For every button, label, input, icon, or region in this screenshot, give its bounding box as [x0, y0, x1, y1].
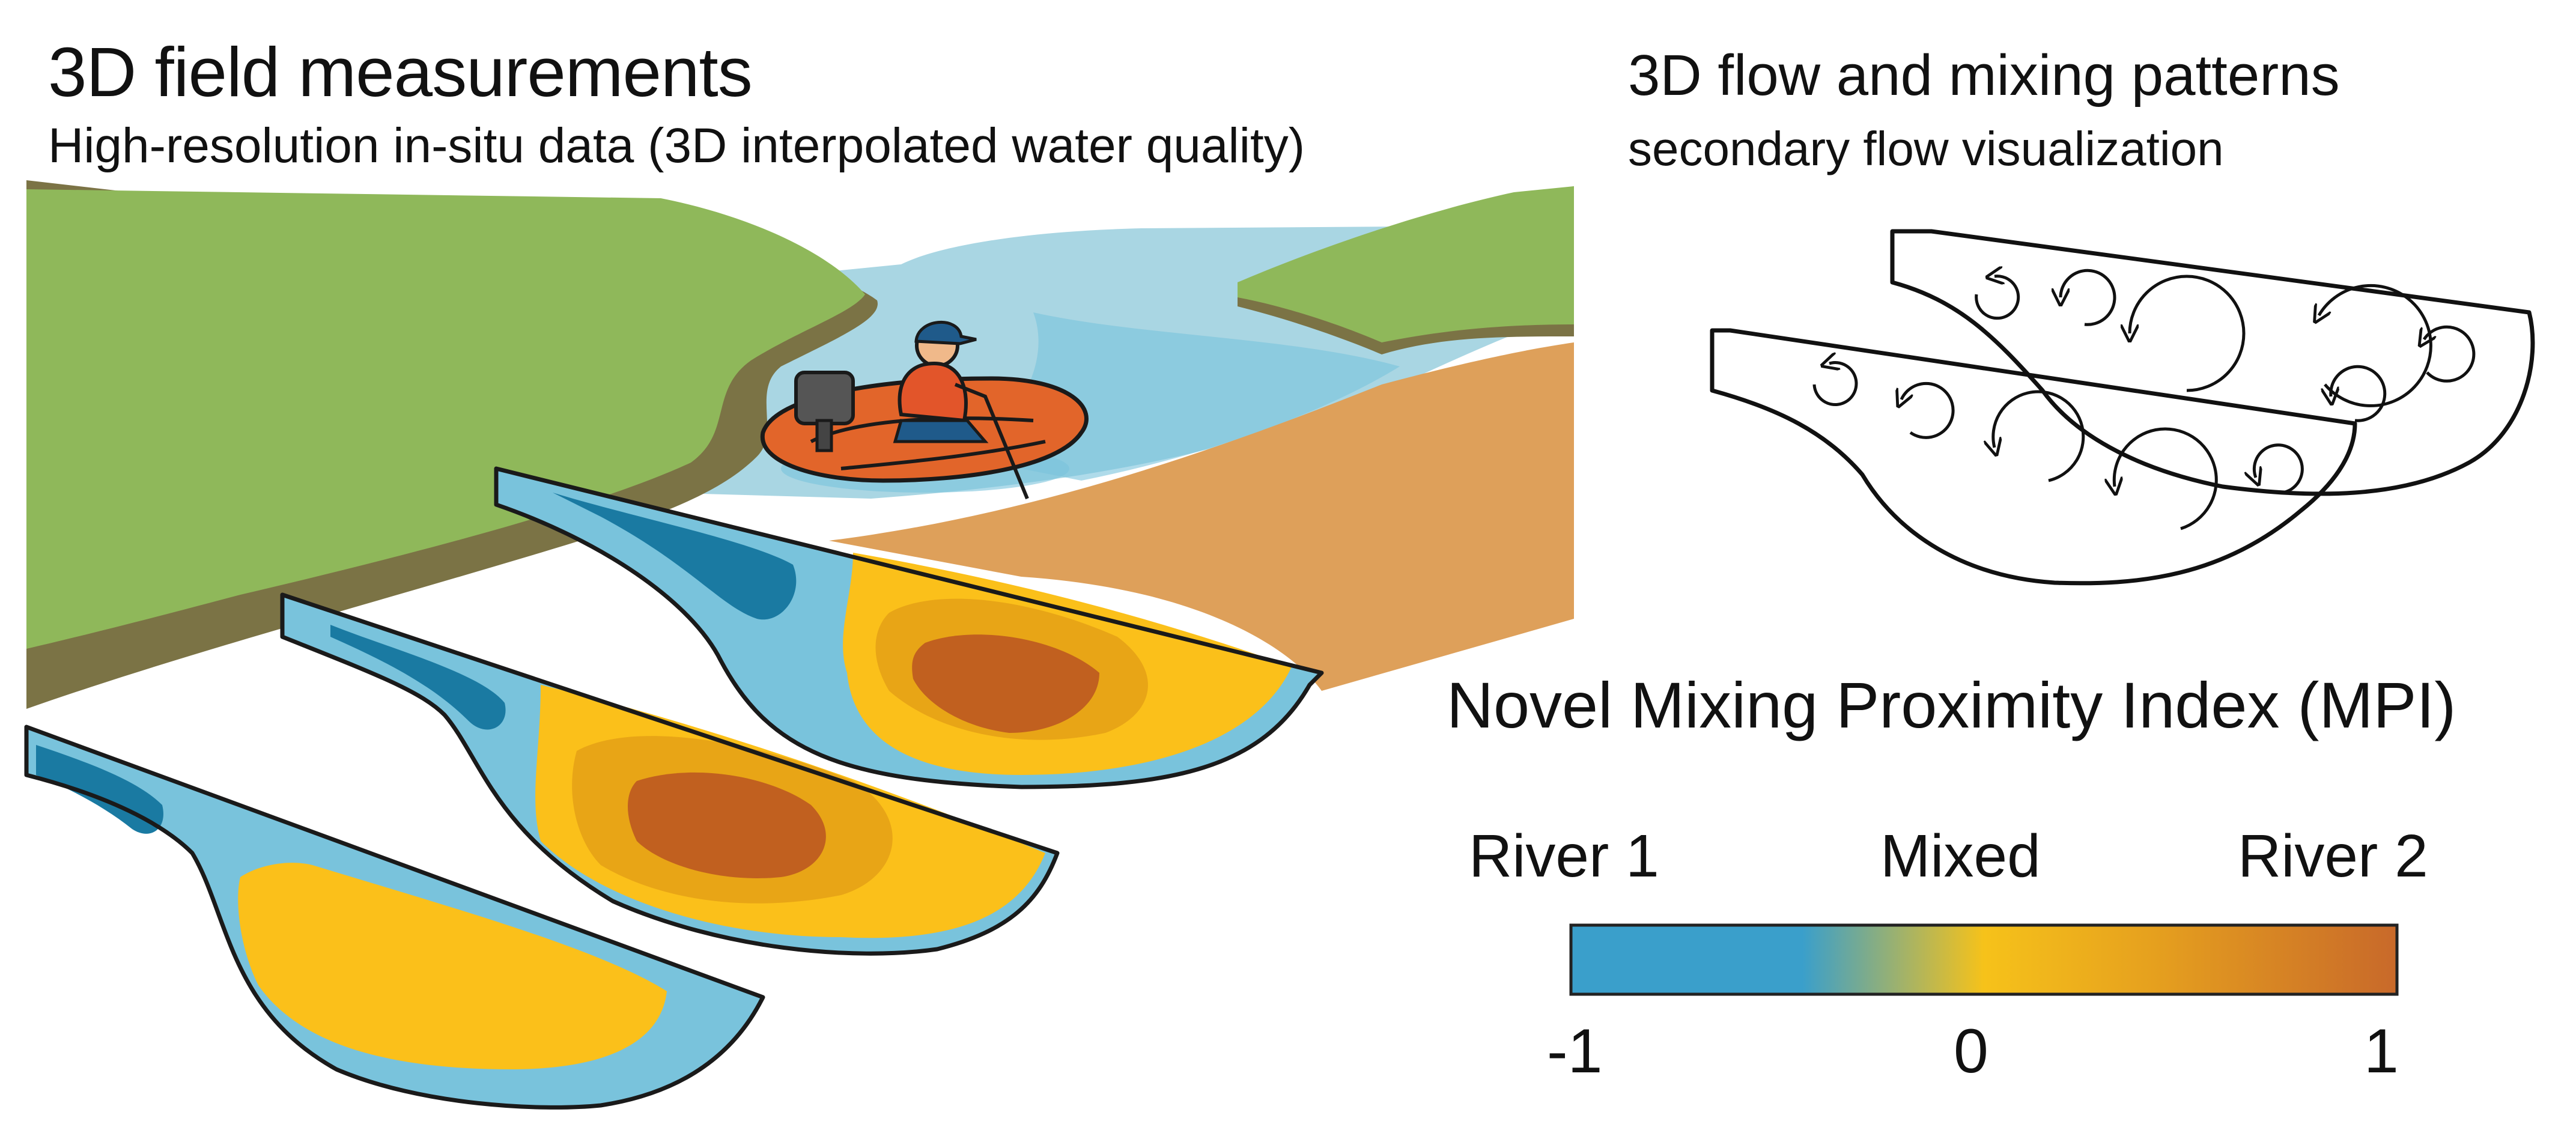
legend-tick-mid: 0: [1954, 1016, 1988, 1086]
person-cap: [914, 321, 977, 345]
secondary-flow-diagram: [1710, 229, 2535, 586]
legend-tick-max: 1: [2364, 1016, 2399, 1086]
sand-bank: [829, 342, 1574, 691]
right-grass: [1238, 186, 1574, 342]
legend-title: Novel Mixing Proximity Index (MPI): [1447, 669, 2456, 741]
person-body: [898, 361, 968, 423]
boat-with-operator: [760, 321, 1089, 500]
outboard-motor: [794, 371, 855, 425]
cross-section-front: [24, 725, 765, 1110]
left-grass: [26, 189, 865, 649]
legend-label-mixed: Mixed: [1880, 822, 2041, 890]
flow-section-front: [1710, 328, 2357, 586]
flow-section-back: [1890, 229, 2535, 496]
panel-subtitle-field-measurements: High-resolution in-situ data (3D interpo…: [48, 118, 1305, 173]
panel-title-flow-patterns: 3D flow and mixing patterns: [1628, 43, 2340, 108]
mpi-colorbar: [1569, 923, 2399, 996]
panel-title-field-measurements: 3D field measurements: [48, 33, 753, 111]
legend-label-river2: River 2: [2238, 822, 2428, 890]
cross-section-back: [494, 466, 1324, 789]
legend-label-river1: River 1: [1469, 822, 1659, 890]
legend-tick-min: -1: [1547, 1016, 1603, 1086]
panel-subtitle-flow-patterns: secondary flow visualization: [1628, 122, 2224, 175]
cross-section-middle: [280, 592, 1060, 956]
